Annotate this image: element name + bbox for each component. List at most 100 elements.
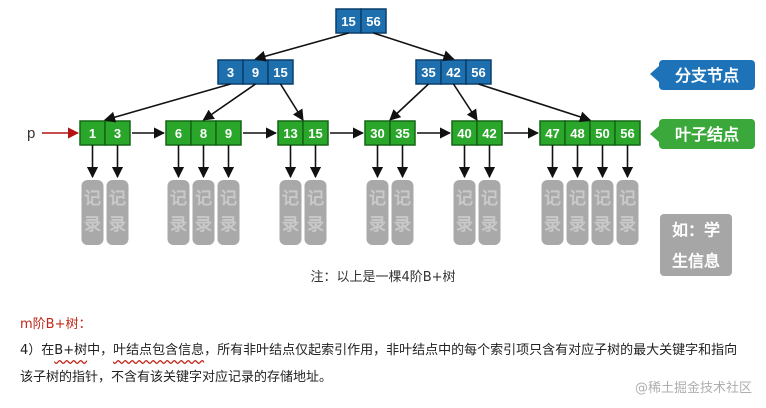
record-label: 录: [109, 215, 126, 235]
record-shape: [217, 180, 240, 245]
leaf-node-key-cell: [104, 120, 131, 146]
description-paragraph: 4）在B+树中，叶结点包含信息，所有非叶结点仅起索引作用，非叶结点中的每个索引项…: [20, 337, 750, 391]
record-label: 记: [84, 189, 101, 209]
internal-child-pointer: [452, 83, 478, 121]
record-shape: [81, 180, 104, 245]
leaf-node-key-cell: [539, 120, 566, 146]
record-label: 记: [220, 189, 237, 209]
leaf-node-key: 3: [114, 126, 121, 141]
internal-node-key: 15: [273, 65, 287, 80]
leaf-node-key: 50: [595, 126, 609, 141]
record-block: 记录: [478, 180, 501, 245]
leaf-node-key: 13: [283, 126, 297, 141]
record-label: 录: [594, 215, 611, 235]
internal-node-key: 42: [446, 65, 460, 80]
record-block: 记录: [616, 180, 639, 245]
leaf-node-key-cell: [389, 120, 416, 146]
internal-label-pointer: [650, 66, 659, 82]
record-label: 记: [195, 189, 212, 209]
para-part3: 中，: [87, 343, 114, 358]
record-label: 录: [481, 215, 498, 235]
record-block: 记录: [192, 180, 215, 245]
internal-node-key: 9: [252, 65, 259, 80]
root-node-key: 56: [366, 14, 380, 29]
record-shape: [167, 180, 190, 245]
leaf-node-key-cell: [364, 120, 391, 146]
para-leaf-info: 叶结点包含信息: [113, 343, 205, 358]
record-shape: [366, 180, 389, 245]
internal-child-pointer: [389, 83, 430, 121]
internal-label-bg: [659, 60, 755, 90]
leaf-node: 40 42: [451, 120, 503, 146]
record-label: 录: [569, 215, 586, 235]
record-block: 记录: [366, 180, 389, 245]
leaf-label-text: 叶子结点: [675, 125, 739, 144]
record-block: 记录: [81, 180, 104, 245]
diagram-note: 注：以上是一棵4阶B+树: [310, 270, 456, 285]
record-example-label-text: 生信息: [672, 252, 720, 271]
leaf-node-key-cell: [614, 120, 641, 146]
record-label: 记: [544, 189, 561, 209]
para-prefix: 4）: [20, 343, 42, 358]
leaf-node-key: 1: [89, 126, 96, 141]
para-b-plus-tree: B+树: [54, 343, 88, 358]
record-shape: [453, 180, 476, 245]
internal-child-pointer: [478, 83, 592, 123]
root-child-pointer: [254, 32, 349, 62]
record-shape: [279, 180, 302, 245]
record-shape: [106, 180, 129, 245]
leaf-node-key: 56: [620, 126, 634, 141]
leaf-node-key: 48: [570, 126, 584, 141]
record-block: 记录: [541, 180, 564, 245]
para-part5: ，所有非叶结点仅起索引作用，非叶结点中的每个索引项只含有对应子树的最大关键字和指…: [20, 343, 738, 385]
record-label: 录: [282, 215, 299, 235]
record-label: 录: [619, 215, 636, 235]
record-label: 录: [394, 215, 411, 235]
internal-child-pointer: [202, 83, 256, 121]
record-label: 记: [170, 189, 187, 209]
record-label: 录: [220, 215, 237, 235]
leaf-node: 13 15: [277, 120, 329, 146]
record-block: 记录: [106, 180, 129, 245]
leaf-node-key: 40: [457, 126, 471, 141]
leaf-label-pointer: [650, 126, 659, 142]
internal-child-pointer: [279, 83, 304, 121]
record-label: 录: [84, 215, 101, 235]
record-block: 记录: [391, 180, 414, 245]
record-block: 记录: [304, 180, 327, 245]
internal-label: 分支节点: [659, 60, 755, 90]
record-block: 记录: [566, 180, 589, 245]
record-label: 记: [481, 189, 498, 209]
internal-node-key: 3: [227, 65, 234, 80]
pointer-label: p: [27, 125, 35, 142]
record-block: 记录: [217, 180, 240, 245]
record-label: 记: [282, 189, 299, 209]
record-label: 录: [170, 215, 187, 235]
internal-node-key: 35: [421, 65, 435, 80]
leaf-node-key: 35: [395, 126, 409, 141]
record-block: 记录: [167, 180, 190, 245]
record-label: 录: [369, 215, 386, 235]
leaf-node-key: 30: [370, 126, 384, 141]
root-node-key: 15: [341, 14, 355, 29]
leaf-node: 30 35: [364, 120, 416, 146]
leaf-node-key: 6: [175, 126, 182, 141]
record-label: 记: [569, 189, 586, 209]
record-label: 记: [109, 189, 126, 209]
record-label: 记: [394, 189, 411, 209]
record-label: 录: [544, 215, 561, 235]
leaf-node-key: 15: [308, 126, 322, 141]
record-label: 录: [456, 215, 473, 235]
record-shape: [541, 180, 564, 245]
root-child-pointer: [373, 32, 455, 62]
leaf-node-key: 42: [482, 126, 496, 141]
record-shape: [391, 180, 414, 245]
record-block: 记录: [279, 180, 302, 245]
internal-node-key-cell: [465, 59, 492, 85]
record-shape: [616, 180, 639, 245]
